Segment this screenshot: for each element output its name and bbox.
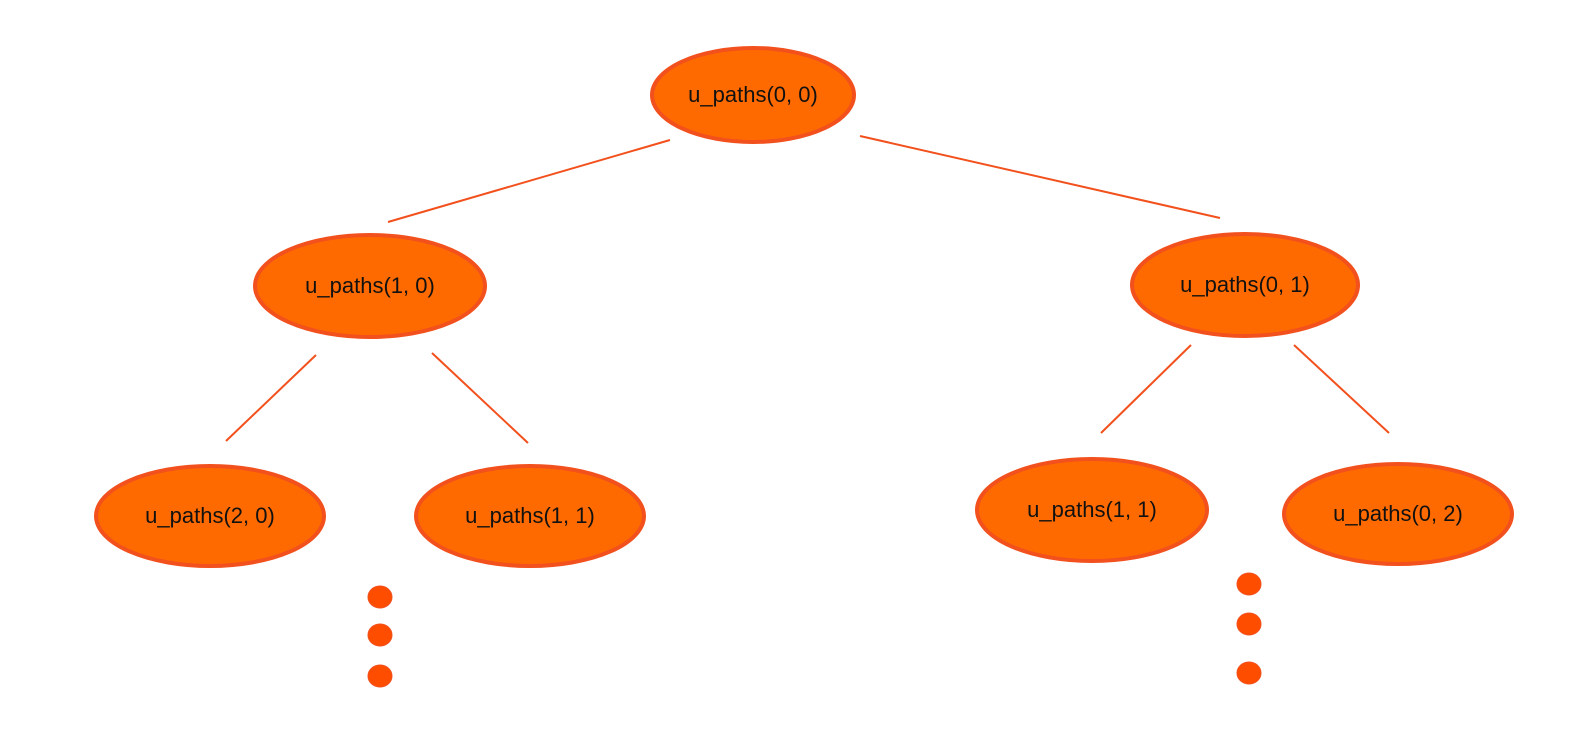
- continuation-dots-left: [367, 585, 393, 688]
- node-left-ellipse: [253, 233, 487, 339]
- node-right-right-ellipse: [1282, 462, 1514, 566]
- ellipsis-dot: [1236, 661, 1262, 685]
- node-right-ellipse: [1130, 232, 1360, 338]
- edge-left-left-right: [431, 352, 529, 444]
- node-root-label: u_paths(0, 0): [688, 82, 818, 107]
- node-left-right-ellipse: [414, 464, 646, 568]
- node-right-right: u_paths(0, 2): [1282, 462, 1514, 566]
- node-right: u_paths(0, 1): [1130, 232, 1360, 338]
- ellipsis-dot: [367, 664, 393, 688]
- edge-root-left: [387, 139, 671, 223]
- node-root: u_paths(0, 0): [650, 46, 856, 144]
- edges: [225, 135, 1390, 444]
- ellipsis-dot: [1236, 572, 1262, 596]
- node-left-right-label: u_paths(1, 1): [465, 503, 595, 528]
- ellipsis-dot: [367, 585, 393, 609]
- node-right-label: u_paths(0, 1): [1180, 272, 1310, 297]
- node-right-left-ellipse: [975, 457, 1209, 563]
- edge-right-right-left: [1100, 344, 1192, 434]
- edge-left-left-left: [225, 354, 317, 442]
- ellipsis-dot: [1236, 612, 1262, 636]
- edge-root-right: [859, 135, 1221, 219]
- node-right-left-label: u_paths(1, 1): [1027, 497, 1157, 522]
- ellipsis-dot: [367, 623, 393, 647]
- continuation-dots-right: [1236, 572, 1262, 685]
- node-left-right: u_paths(1, 1): [414, 464, 646, 568]
- node-right-right-label: u_paths(0, 2): [1333, 501, 1463, 526]
- node-right-left: u_paths(1, 1): [975, 457, 1209, 563]
- node-left-left: u_paths(2, 0): [94, 464, 326, 568]
- node-left-left-label: u_paths(2, 0): [145, 503, 275, 528]
- node-left: u_paths(1, 0): [253, 233, 487, 339]
- node-root-ellipse: [650, 46, 856, 144]
- node-left-left-ellipse: [94, 464, 326, 568]
- node-left-label: u_paths(1, 0): [305, 273, 435, 298]
- edge-right-right-right: [1293, 344, 1390, 434]
